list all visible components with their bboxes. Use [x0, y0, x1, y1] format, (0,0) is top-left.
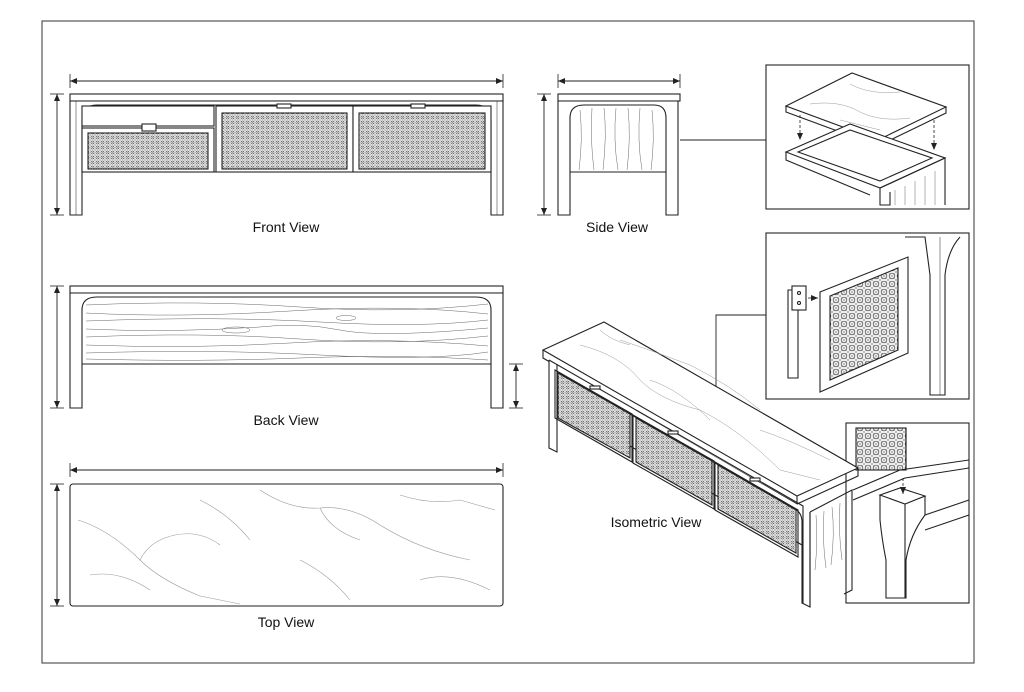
- back-view-label: Back View: [253, 412, 319, 428]
- isometric-view-drawing: [541, 321, 860, 608]
- sheet-border: [41, 20, 975, 664]
- front-view-drawing: [50, 74, 504, 216]
- marble-top: [69, 483, 504, 607]
- isometric-view-label: Isometric View: [610, 514, 702, 530]
- side-view-label: Side View: [585, 219, 649, 235]
- detail-top-assembly: [680, 64, 970, 210]
- side-view-drawing: [537, 74, 681, 216]
- top-view-label: Top View: [257, 614, 315, 630]
- detail-door-hinge: [715, 232, 970, 420]
- detail-leg-joint: [845, 422, 970, 604]
- top-view-drawing: [50, 463, 504, 607]
- front-view-label: Front View: [252, 219, 320, 235]
- back-view-drawing: [50, 285, 523, 409]
